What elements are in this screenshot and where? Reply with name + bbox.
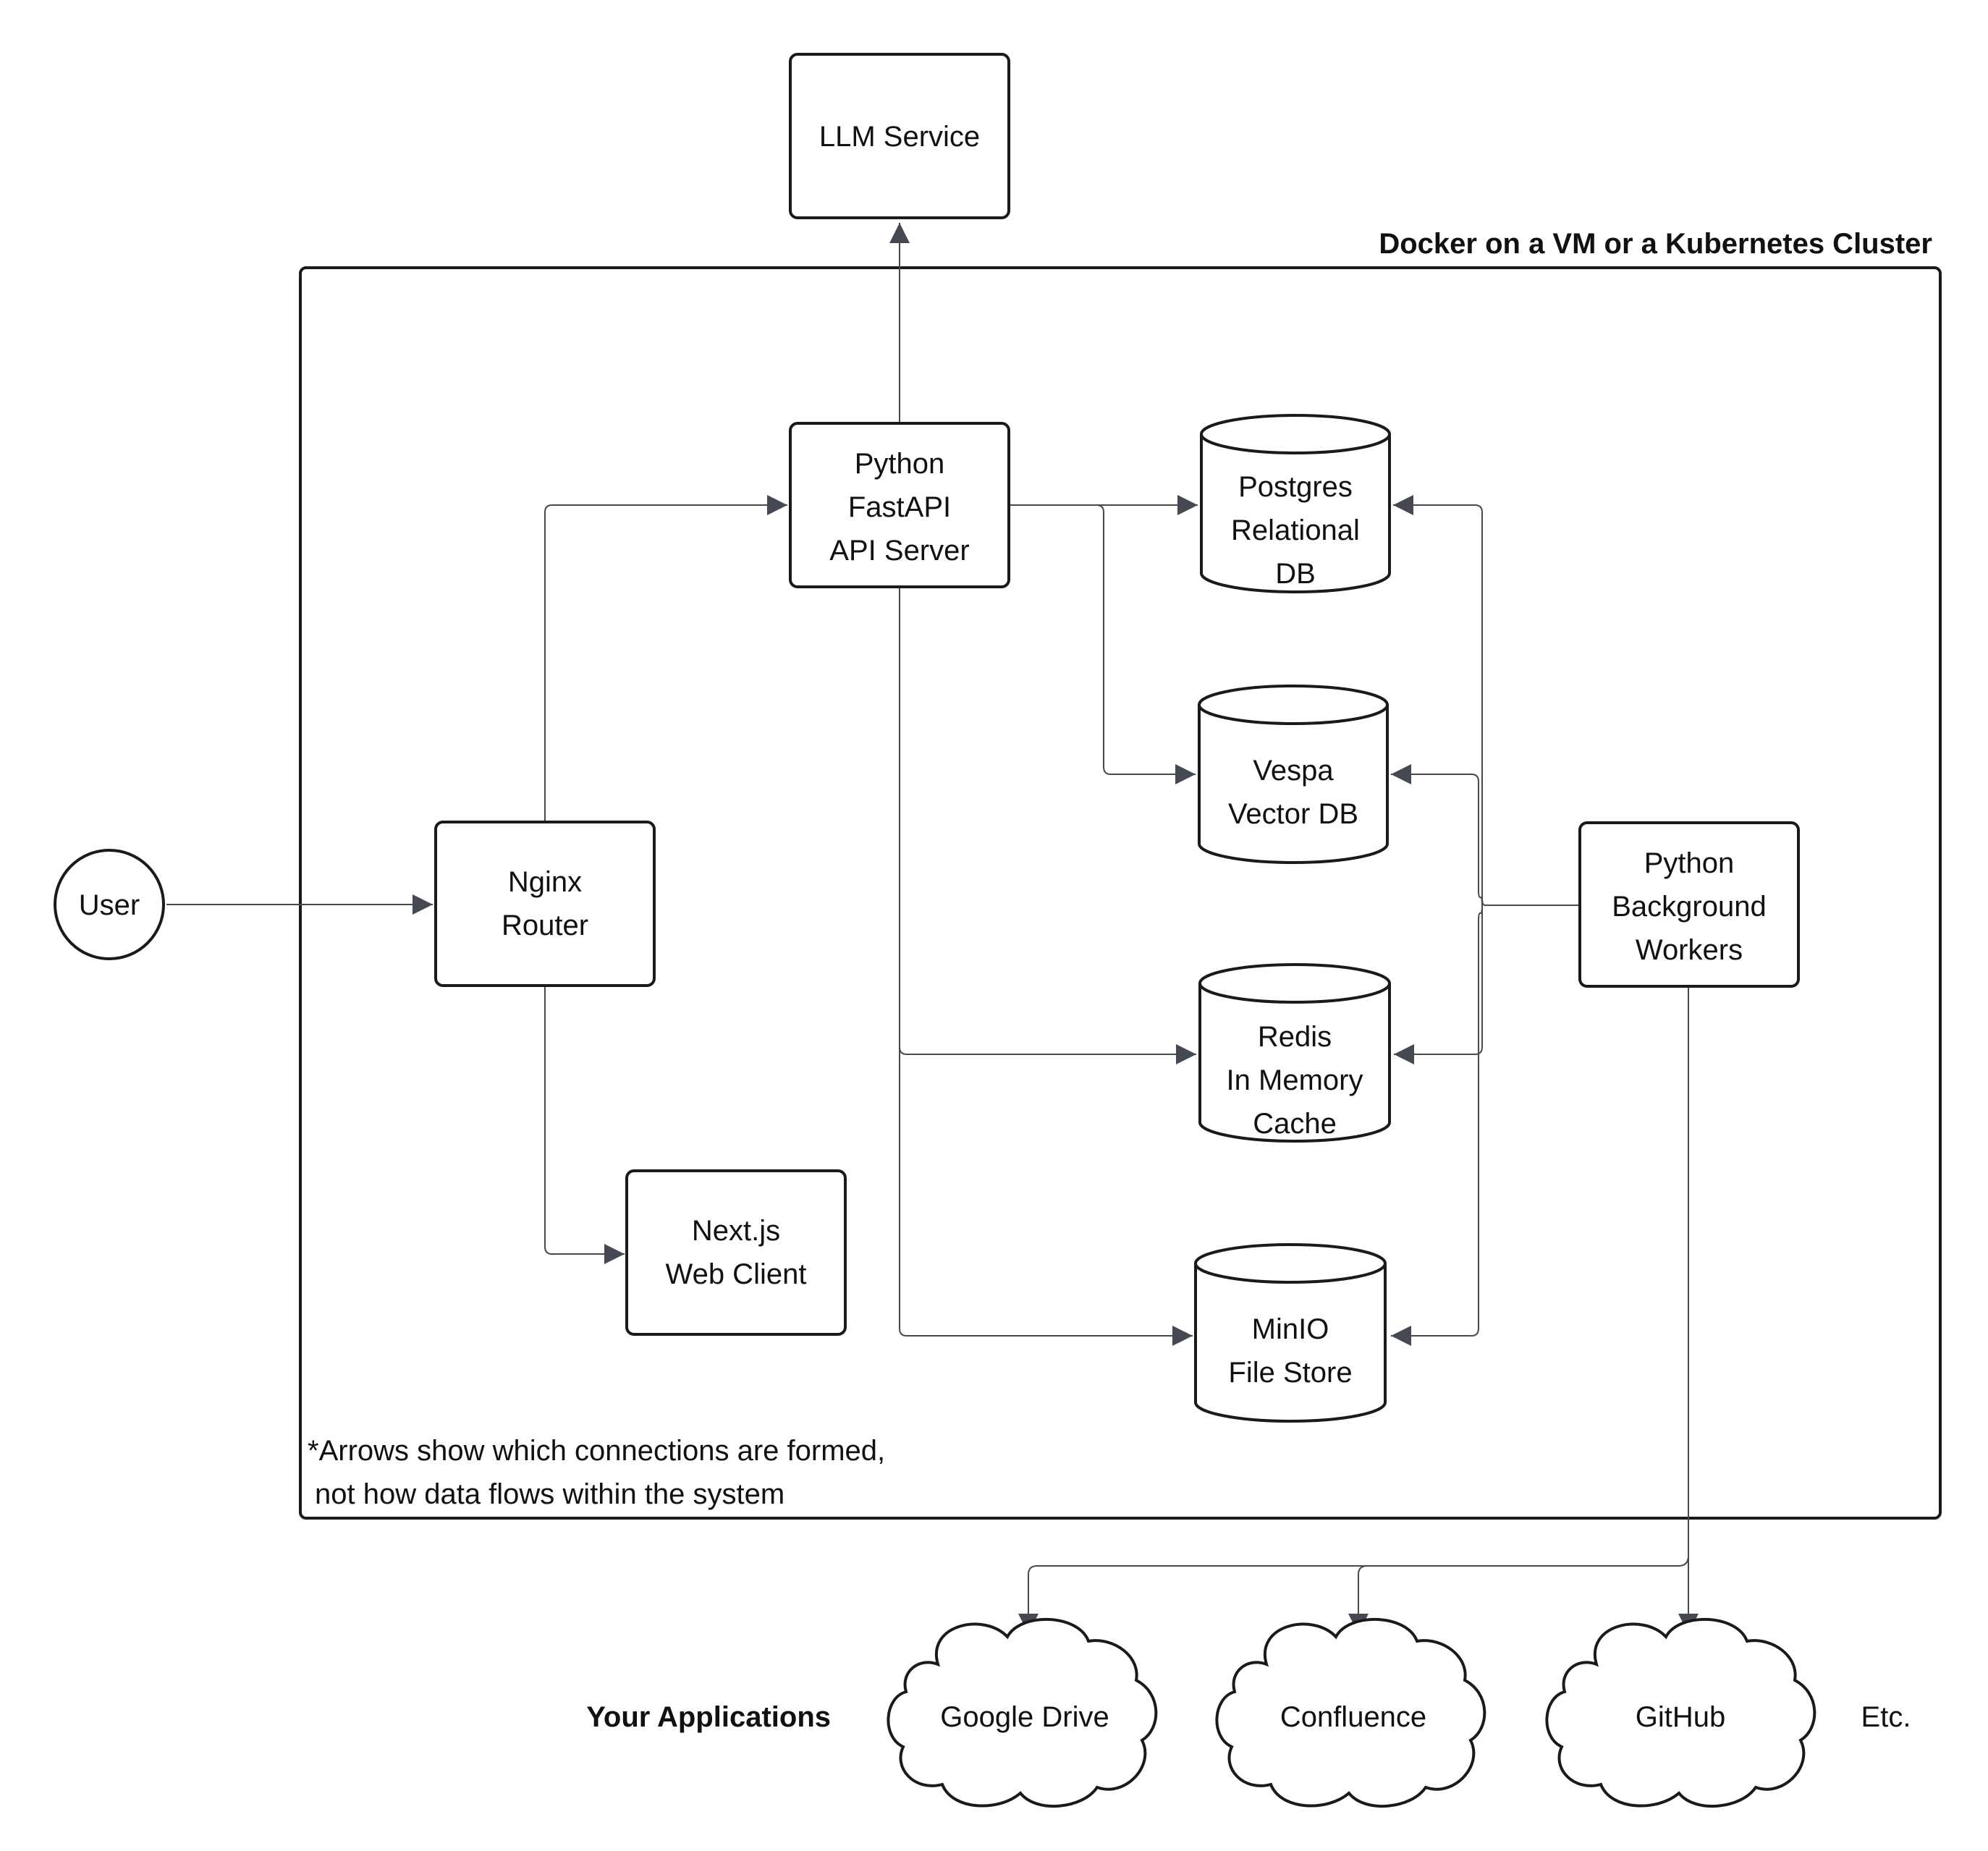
footnote-line-1: *Arrows show which connections are forme… xyxy=(308,1435,885,1467)
confluence-label: Confluence xyxy=(1280,1701,1426,1733)
github-label: GitHub xyxy=(1636,1701,1726,1733)
redis-label-line-2: In Memory xyxy=(1227,1064,1363,1096)
edge-workers-redis xyxy=(1394,905,1483,1064)
confluence-cloud: Confluence xyxy=(1215,1617,1486,1808)
nginx-label-line-1: Nginx xyxy=(508,866,582,898)
redis-label-line-3: Cache xyxy=(1253,1108,1337,1140)
edge-nginx-nextjs xyxy=(544,986,625,1264)
edge-workers-postgres xyxy=(1393,495,1489,906)
nginx-label-line-2: Router xyxy=(502,910,588,941)
minio-label-line-1: MinIO xyxy=(1252,1313,1329,1345)
postgres-label-line-3: DB xyxy=(1275,558,1316,590)
redis-node: Redis In Memory Cache xyxy=(1198,963,1391,1143)
google-drive-label: Google Drive xyxy=(940,1701,1109,1733)
workers-label-line-1: Python xyxy=(1644,847,1735,879)
nextjs-label-line-2: Web Client xyxy=(666,1258,807,1290)
postgres-node: Postgres Relational DB xyxy=(1200,414,1391,593)
workers-label-line-3: Workers xyxy=(1636,934,1743,966)
connections xyxy=(166,223,1699,1634)
nginx-router-node: Nginx Router xyxy=(434,821,656,987)
cluster-label: Docker on a VM or a Kubernetes Cluster xyxy=(1379,228,1932,260)
minio-label-line-2: File Store xyxy=(1228,1357,1352,1389)
api-server-label-line-1: Python xyxy=(855,448,945,480)
etc-label: Etc. xyxy=(1861,1701,1911,1733)
google-drive-cloud: Google Drive xyxy=(887,1617,1158,1808)
github-cloud: GitHub xyxy=(1545,1617,1816,1808)
postgres-label-line-2: Relational xyxy=(1231,514,1360,546)
edge-api-minio xyxy=(899,1047,1193,1346)
vespa-label-line-2: Vector DB xyxy=(1228,798,1358,830)
vespa-node: Vespa Vector DB xyxy=(1198,685,1389,864)
vespa-label-line-1: Vespa xyxy=(1253,755,1334,787)
background-workers-node: Python Background Workers xyxy=(1578,821,1800,988)
cluster-frame xyxy=(299,266,1942,1520)
user-label: User xyxy=(79,889,140,921)
nextjs-web-client-node: Next.js Web Client xyxy=(625,1169,847,1336)
edge-workers-confluence xyxy=(1348,1565,1369,1634)
user-node: User xyxy=(54,849,165,960)
edge-workers-minio xyxy=(1391,905,1483,1346)
minio-node: MinIO File Store xyxy=(1194,1243,1387,1423)
footnote-line-2: not how data flows within the system xyxy=(315,1478,784,1510)
api-server-label-line-3: API Server xyxy=(829,535,969,567)
redis-label-line-1: Redis xyxy=(1258,1021,1332,1053)
workers-label-line-2: Background xyxy=(1612,891,1766,923)
api-server-node: Python FastAPI API Server xyxy=(789,422,1010,588)
edge-workers-google-drive xyxy=(1018,1555,1689,1634)
nextjs-label-line-1: Next.js xyxy=(692,1215,780,1247)
llm-service-node: LLM Service xyxy=(789,53,1010,219)
edge-workers-vespa xyxy=(1391,764,1483,906)
edge-api-redis xyxy=(899,587,1196,1064)
llm-service-label: LLM Service xyxy=(819,121,980,153)
postgres-label-line-1: Postgres xyxy=(1238,471,1353,503)
edge-api-vespa xyxy=(1096,504,1196,784)
api-server-label-line-2: FastAPI xyxy=(848,491,951,523)
edge-nginx-api xyxy=(544,495,787,822)
applications-heading: Your Applications xyxy=(586,1701,831,1733)
